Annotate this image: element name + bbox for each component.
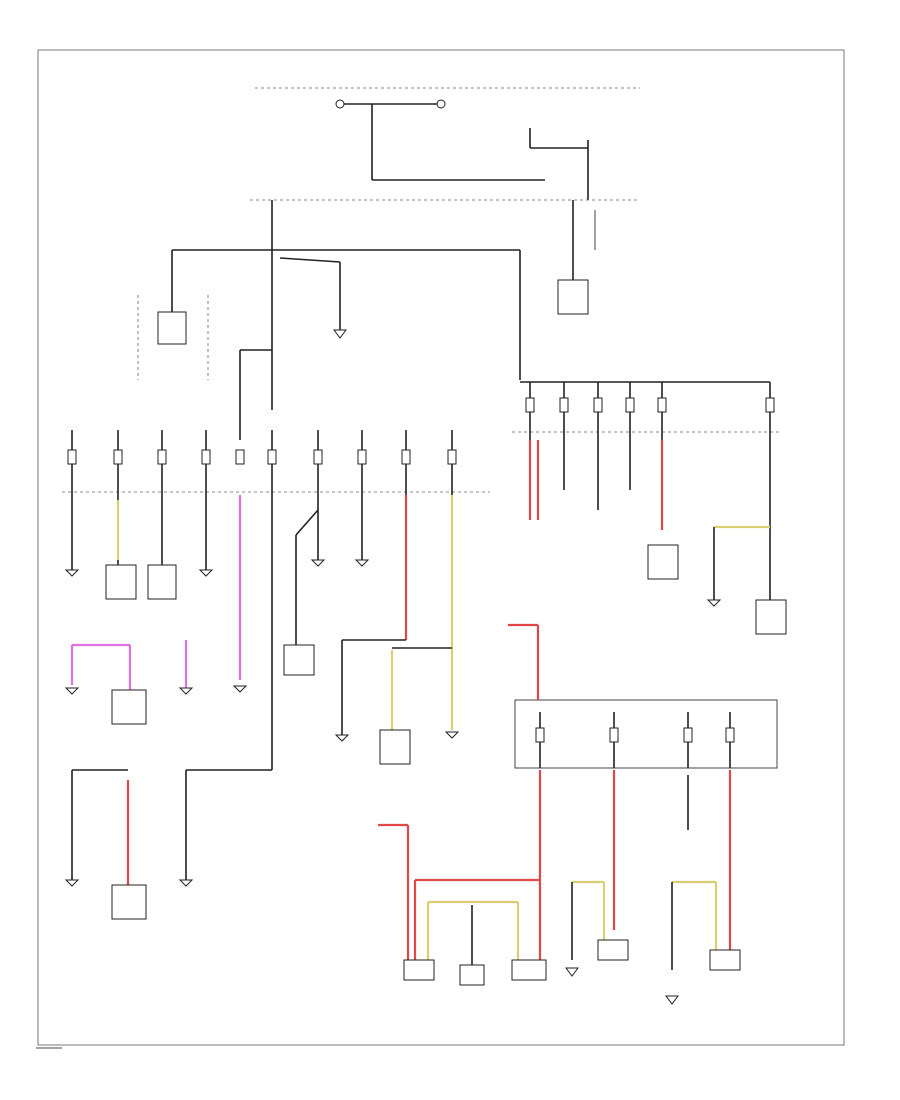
fuse-icon — [401, 449, 411, 465]
connector-icon — [459, 964, 485, 986]
component-box-icon — [755, 599, 787, 635]
ground-icon — [565, 967, 579, 977]
component-box-icon — [147, 564, 177, 600]
left-upper-branch — [137, 249, 521, 380]
component-box-icon — [647, 544, 679, 580]
lower-red-harness — [378, 770, 732, 960]
component-box-icon — [111, 884, 147, 920]
fuse-icon — [67, 449, 77, 465]
fuse-icon — [201, 449, 211, 465]
fuse-icon — [113, 449, 123, 465]
fuse-icon — [725, 727, 735, 743]
fuse-icon — [657, 397, 667, 413]
left-fuse-drops — [67, 430, 457, 770]
fuse-icon — [625, 397, 635, 413]
connector-icon — [709, 949, 741, 971]
fuse-icon — [357, 449, 367, 465]
ground-icon — [334, 734, 350, 742]
component-box-icon — [379, 729, 411, 765]
fuse-icon — [559, 397, 569, 413]
fuse-icon — [235, 449, 245, 465]
fuse-icon — [157, 449, 167, 465]
connector-icon — [403, 959, 435, 981]
right-lower-fuse-block — [514, 699, 778, 769]
pink-jumper — [70, 640, 188, 690]
component-box-icon — [105, 564, 137, 600]
fuse-icon — [765, 397, 775, 413]
left-components-row-1 — [71, 509, 406, 735]
ground-icon — [665, 995, 679, 1005]
top-circuit — [335, 99, 589, 200]
component-box-icon — [557, 279, 589, 315]
component-box-icon — [111, 689, 147, 725]
fuse-icon — [535, 727, 545, 743]
lower-yellow-harness — [426, 880, 718, 970]
component-box-icon — [157, 311, 187, 345]
diagram-frame — [37, 49, 845, 1046]
bottom-connectors — [403, 939, 741, 1005]
fuse-icon — [267, 449, 277, 465]
fuse-icon — [447, 449, 457, 465]
right-fuse-drops — [525, 382, 775, 600]
connector-icon — [511, 959, 547, 981]
right-lower-fuse-drops — [535, 712, 735, 768]
connector-icon — [597, 939, 629, 961]
fuse-icon — [593, 397, 603, 413]
fuse-icon — [313, 449, 323, 465]
ground-icon — [333, 329, 347, 339]
ground-markers — [64, 559, 722, 887]
fuse-icon — [683, 727, 693, 743]
fuse-icon — [609, 727, 619, 743]
right-upper-component — [557, 200, 596, 315]
fuse-icon — [525, 397, 535, 413]
component-box-icon — [283, 644, 315, 676]
